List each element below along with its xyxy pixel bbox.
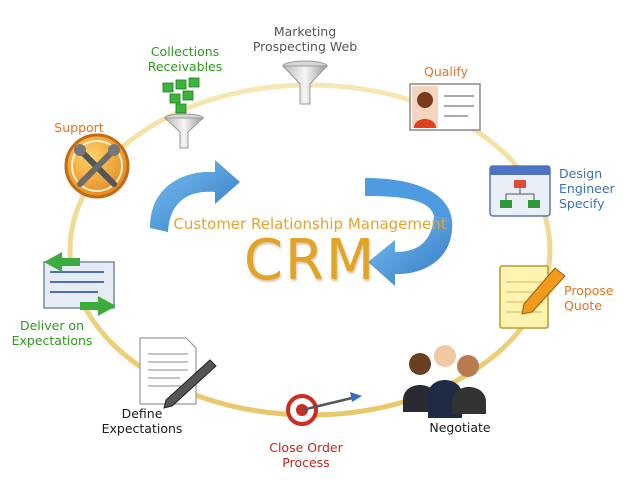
stage-label-negotiate: Negotiate <box>429 420 491 435</box>
cycle-arrow-bottom <box>368 216 453 286</box>
flowchart-window-icon <box>489 165 551 217</box>
money-funnel-icon <box>162 77 205 149</box>
notepad-pencil-icon <box>499 265 566 329</box>
funnel-icon <box>281 60 329 105</box>
diagram-title: CRM <box>243 228 377 293</box>
people-group-icon <box>403 345 486 418</box>
envelopes-arrows-icon <box>43 252 116 316</box>
cycle-arrow-top-right <box>365 178 452 220</box>
diagram-subtitle: Customer Relationship Management <box>173 215 447 233</box>
stage-label-support: Support <box>54 120 104 135</box>
document-pen-icon <box>139 337 217 409</box>
tools-icon <box>64 133 130 199</box>
target-dart-icon <box>286 392 362 426</box>
cycle-arrow-top <box>150 160 240 232</box>
profile-card-icon <box>409 83 481 131</box>
stage-label-qualify: Qualify <box>424 64 468 79</box>
